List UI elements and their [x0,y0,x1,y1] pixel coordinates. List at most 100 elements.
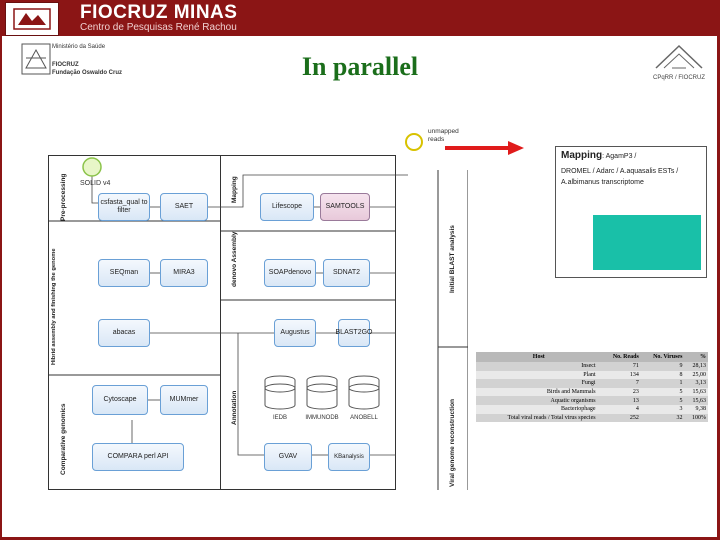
cell-reads: 134 [601,370,641,380]
institution-emblem-icon [21,43,51,75]
cell-host: Insect [476,362,602,371]
db-label-2: IMMUNODB [305,415,339,421]
cell-percent: 28,13 [684,362,708,371]
mapping-highlight-box [593,215,701,270]
start-event-icon [82,157,102,177]
cell-viruses: 1 [640,379,685,388]
lane-denovo-assembly: denovo Assembly [231,231,238,287]
brand-title: FIOCRUZ MINAS [80,2,238,23]
node-gvav: GVAV [264,443,312,471]
fiocruz-emblem-icon [13,8,51,30]
cell-reads: 252 [601,413,641,423]
left-frame [0,36,2,540]
arrow-right-icon [508,141,524,155]
table-header-row: Host No. Reads No. Viruses % [476,352,708,362]
pipeline-diagram: Pre-processing Hibrid assembly and finis… [48,155,468,490]
bottom-frame [0,537,720,540]
node-seqman: SEQman [98,259,150,287]
cell-percent: 25,00 [684,370,708,380]
database-cylinders [264,375,380,410]
lane-pre-processing: Pre-processing [60,173,67,221]
right-frame [717,36,720,540]
cell-percent: 15,63 [684,396,708,405]
lane-comparative-genomics: Comparative genomics [60,403,67,475]
node-augustus: Augustus [274,319,316,347]
fiocruz-logo [5,2,59,36]
cell-host: Fungi [476,379,602,388]
cell-reads: 4 [601,404,641,414]
unmapped-reads-arrow [405,133,524,155]
node-csfasta: csfasta_qual to filter [98,193,150,221]
unmapped-event-icon [405,133,423,151]
cell-reads: 71 [601,362,641,371]
cell-reads: 23 [601,387,641,397]
col-percent: % [684,352,708,362]
cell-percent: 3,13 [684,379,708,388]
inst-line-3: Fundação Oswaldo Cruz [52,70,123,76]
cell-viruses: 32 [640,413,685,423]
cell-host: Plant [476,370,602,380]
cell-viruses: 8 [640,370,685,380]
mapping-description: DROMEL / Adarc / A.aquasalis ESTs / A.al… [561,168,679,186]
cell-host: Birds and Mammals [476,387,602,397]
node-blastgo: BLAST2GO [336,319,372,347]
node-sdnat: SDNAT2 [323,259,370,287]
header-banner: FIOCRUZ MINAS Centro de Pesquisas René R… [0,0,720,36]
node-samtools: SAMTOOLS [320,193,370,221]
cell-reads: 13 [601,396,641,405]
mapping-title-main: Mapping [561,150,603,161]
node-mummer: MUMmer [160,385,208,415]
mapping-title: Mapping: AgamP3 / [561,150,636,161]
cell-viruses: 5 [640,387,685,397]
partner-logo: CPqRR / FIOCRUZ [652,42,706,81]
node-saet: SAET [160,193,208,221]
lane-initial-blast: Initial BLAST analysis [449,225,456,293]
cell-viruses: 3 [640,404,685,414]
mapping-title-suffix: : AgamP3 / [602,153,637,160]
node-soapdenovo: SOAPdenovo [264,259,316,287]
node-mira: MIRA3 [160,259,208,287]
cell-viruses: 9 [640,362,685,371]
inst-line-1: Ministério da Saúde [52,44,106,50]
col-host: Host [476,352,602,362]
col-viruses: No. Viruses [640,352,685,362]
cell-percent: 9,38 [684,404,708,414]
diagram-frame [48,155,468,490]
unmapped-reads-label: unmapped reads [428,128,459,143]
cell-viruses: 5 [640,396,685,405]
cell-percent: 100% [684,413,708,423]
inst-line-2: FIOCRUZ [52,62,79,68]
cell-percent: 15,63 [684,387,708,397]
node-compara: COMPARA perl API [92,443,184,471]
slide-title: In parallel [301,52,419,81]
ministry-logo [12,40,62,80]
lane-viral-genome: Viral genome reconstruction [449,398,456,487]
lane-annotation: Annotation [231,390,238,425]
brand-subtitle: Centro de Pesquisas René Rachou [80,22,237,33]
node-kbanalysis: KBanalysis [328,443,370,471]
node-abacas: abacas [98,319,150,347]
lane-hybrid-assembly: Hibrid assembly and finishing the genome [51,248,57,365]
cell-reads: 7 [601,379,641,388]
cell-host: Aquatic organisms [476,396,602,405]
node-cytoscape: Cytoscape [92,385,148,415]
db-label-3: ANOBELL [350,415,378,421]
db-label-1: IEDB [272,415,287,421]
arrow-shaft [445,146,510,150]
col-reads: No. Reads [601,352,641,362]
cell-host: Total viral reads / Total virus species [476,413,602,423]
partner-logo-text: CPqRR / FIOCRUZ [652,75,705,81]
lane-mapping: Mapping [231,176,238,203]
start-label: SOLID v4 [80,180,111,187]
building-icon [655,44,703,69]
node-lifescope: Lifescope [260,193,314,221]
